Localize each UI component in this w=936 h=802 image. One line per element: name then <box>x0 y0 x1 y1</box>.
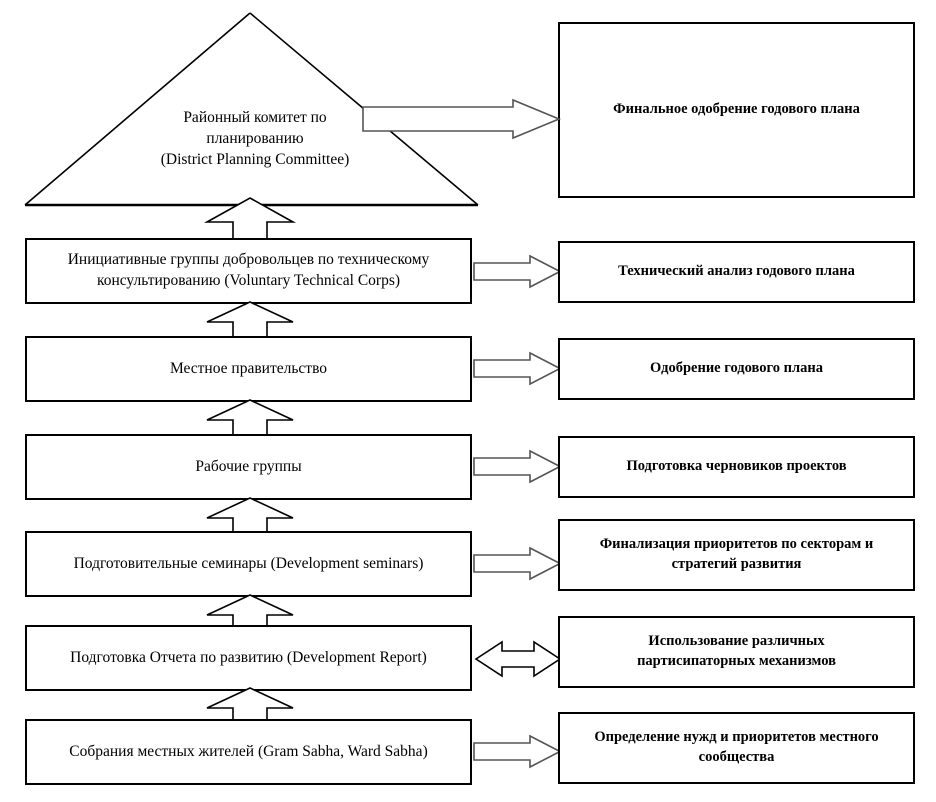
output-label: Одобрение годового плана <box>650 360 823 377</box>
output-label: Определение нужд и приоритетов местного … <box>570 728 903 767</box>
level-label: Собрания местных жителей (Gram Sabha, Wa… <box>69 742 428 760</box>
arrow-right-level-4 <box>473 546 562 581</box>
level-label: Инициативные группы добровольцев по техн… <box>37 250 460 292</box>
output-box-participatory-mechanisms: Использование различных партисипаторных … <box>558 616 915 688</box>
arrow-right-level-2 <box>473 351 562 386</box>
level-box-local-government: Местное правительство <box>25 336 472 402</box>
output-box-technical-analysis: Технический анализ годового плана <box>558 241 915 303</box>
level-box-gram-sabha: Собрания местных жителей (Gram Sabha, Wa… <box>25 719 472 785</box>
level-line-1: Инициативные группы добровольцев по техн… <box>67 251 430 269</box>
output-label: Финальное одобрение годового плана <box>613 101 860 118</box>
level-box-working-groups: Рабочие группы <box>25 434 472 500</box>
output-box-annual-plan-approval: Одобрение годового плана <box>558 338 915 400</box>
output-line-2: сообщества <box>698 749 775 765</box>
output-box-final-approval: Финальное одобрение годового плана <box>558 22 915 198</box>
output-label: Финализация приоритетов по секторам и ст… <box>570 535 903 574</box>
triangle-line-2: планированию <box>206 129 304 147</box>
level-label: Подготовка Отчета по развитию (Developme… <box>70 648 427 666</box>
output-label: Технический анализ годового плана <box>618 263 855 280</box>
triangle-label: Районный комитет по планированию (Distri… <box>110 108 400 171</box>
level-label: Рабочие группы <box>195 457 302 475</box>
arrow-right-level-3 <box>473 449 562 484</box>
output-label: Использование различных партисипаторных … <box>570 632 903 671</box>
output-box-draft-projects: Подготовка черновиков проектов <box>558 436 915 498</box>
arrow-double-headed-level-5 <box>474 640 562 678</box>
output-line-1: Использование различных <box>648 633 825 650</box>
arrow-right-apex <box>362 98 562 140</box>
level-box-development-seminars: Подготовительные семинары (Development s… <box>25 531 472 597</box>
arrow-right-level-6 <box>473 734 562 769</box>
output-line-2: стратегий развития <box>671 556 802 572</box>
level-label: Подготовительные семинары (Development s… <box>73 554 424 572</box>
output-box-community-needs: Определение нужд и приоритетов местного … <box>558 712 915 784</box>
output-line-2: партисипаторных механизмов <box>637 653 836 669</box>
district-planning-committee-triangle: Районный комитет по планированию (Distri… <box>0 0 500 215</box>
output-box-priority-finalization: Финализация приоритетов по секторам и ст… <box>558 519 915 591</box>
level-line-2: консультированию (Voluntary Technical Co… <box>96 272 401 289</box>
output-line-1: Определение нужд и приоритетов местного <box>594 729 879 746</box>
arrow-right-level-1 <box>473 254 562 289</box>
triangle-line-1: Районный комитет по <box>183 109 327 126</box>
level-box-voluntary-technical-corps: Инициативные группы добровольцев по техн… <box>25 238 472 304</box>
level-box-development-report: Подготовка Отчета по развитию (Developme… <box>25 625 472 691</box>
level-label: Местное правительство <box>169 359 328 377</box>
output-line-1: Финализация приоритетов по секторам и <box>599 536 874 553</box>
output-label: Подготовка черновиков проектов <box>626 458 847 475</box>
triangle-line-3: (District Planning Committee) <box>160 150 350 168</box>
